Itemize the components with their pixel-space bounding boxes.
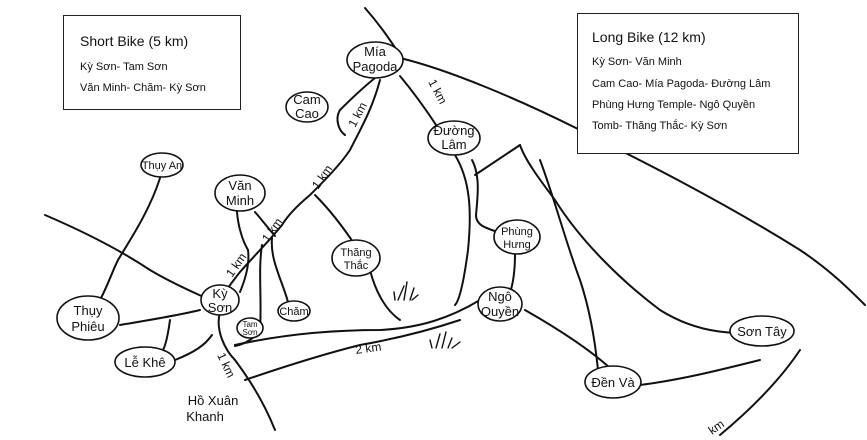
place-label-thuy-an: Thụy An <box>142 160 182 172</box>
place-label-le-khe: Lễ Khê <box>124 355 165 370</box>
road <box>281 79 381 226</box>
place-label-thac: Thắc <box>344 259 369 272</box>
place-label-cao: Cao <box>295 106 319 121</box>
distance-label: 1 km <box>214 350 238 379</box>
distance-label: 1 km <box>259 215 285 244</box>
place-label-hung: Hưng <box>503 239 531 251</box>
road <box>639 359 761 386</box>
legend-long-bike: Long Bike (12 km) Kỳ Sơn- Văn Minh Cam C… <box>577 13 799 154</box>
place-label-den-va: Đền Và <box>591 375 635 390</box>
place-label-pagoda: Pagoda <box>353 59 399 74</box>
place-ngo-quyen <box>477 286 523 322</box>
place-den-va <box>584 365 642 399</box>
place-label-cham: Chăm <box>279 306 308 318</box>
place-phung-hung <box>493 219 541 255</box>
place-label-quyen: Quyền <box>481 304 519 319</box>
place-cham <box>277 300 311 322</box>
legend-long-route: Kỳ Sơn- Văn Minh <box>592 56 682 68</box>
place-label-tam: Tam <box>242 320 257 329</box>
road <box>399 57 866 306</box>
place-label-ngo: Ngô <box>488 289 512 304</box>
road <box>44 214 211 301</box>
place-label-lam: Lâm <box>441 137 466 152</box>
legend-long-title: Long Bike (12 km) <box>592 29 706 45</box>
place-label-minh: Minh <box>226 193 254 208</box>
road <box>174 334 213 361</box>
place-tam-son <box>236 317 264 339</box>
place-label-son-tay: Sơn Tây <box>737 324 787 339</box>
place-mia-pagoda <box>346 41 404 79</box>
place-label-van: Văn <box>228 178 251 193</box>
road <box>369 269 401 321</box>
legend-short-route: Văn Minh- Chăm- Kỳ Sơn <box>80 82 206 94</box>
place-label-phieu: Phiêu <box>71 319 104 334</box>
road <box>254 211 276 237</box>
road <box>509 254 516 293</box>
legend-short-route: Kỳ Sơn- Tam Sơn <box>80 61 168 73</box>
road <box>244 319 461 381</box>
legend-long-route: Tomb- Thăng Thắc- Kỳ Sơn <box>592 120 728 132</box>
place-label-thuy: Thụy <box>74 303 103 318</box>
road <box>474 144 521 176</box>
distance-label: 1 km <box>309 162 335 191</box>
place-label-tam-son: Sơn <box>242 328 257 337</box>
place-ky-son <box>200 284 240 316</box>
road <box>719 349 801 436</box>
place-thuy-phieu <box>56 295 120 341</box>
grass-icon <box>429 331 461 349</box>
road <box>119 309 201 326</box>
road <box>539 159 599 371</box>
road <box>270 237 289 303</box>
place-thang-thac <box>331 239 381 277</box>
place-le-khe <box>114 346 176 378</box>
grass-icon <box>393 281 419 301</box>
road <box>471 159 499 233</box>
distance-label: km <box>706 417 727 438</box>
place-label-phung: Phùng <box>501 226 533 238</box>
legend-long-route: Cam Cao- Mía Pagoda- Đường Lâm <box>592 78 771 90</box>
place-label-son: Sơn <box>208 300 232 315</box>
place-label-mia: Mía <box>364 44 386 59</box>
place-cam-cao <box>285 91 329 123</box>
road <box>519 144 761 334</box>
place-label-khanh: Khanh <box>186 409 224 424</box>
place-label-ky: Kỳ <box>212 286 228 301</box>
place-label-ho-xuan: Hồ Xuân <box>188 393 239 408</box>
place-label-thang: Thăng <box>340 247 371 259</box>
place-label-cam: Cam <box>293 92 320 107</box>
legend-short-bike: Short Bike (5 km) Kỳ Sơn- Tam Sơn Văn Mi… <box>63 15 241 110</box>
road <box>234 299 481 346</box>
road <box>314 194 356 246</box>
road <box>336 77 376 136</box>
road <box>236 211 250 293</box>
distance-label: 1 km <box>425 77 450 107</box>
distance-label: 2 km <box>354 339 382 356</box>
road <box>99 177 161 301</box>
road <box>399 75 471 306</box>
road <box>217 311 276 431</box>
distance-label: 1 km <box>345 100 370 130</box>
legend-long-route: Phùng Hưng Temple- Ngô Quyền <box>592 99 756 111</box>
road <box>524 309 611 369</box>
place-son-tay <box>729 315 795 347</box>
place-label-duong: Đường <box>433 123 474 138</box>
place-thuy-an <box>140 152 184 178</box>
place-van-minh <box>214 174 266 212</box>
legend-short-title: Short Bike (5 km) <box>80 33 189 49</box>
place-duong-lam <box>427 120 481 156</box>
